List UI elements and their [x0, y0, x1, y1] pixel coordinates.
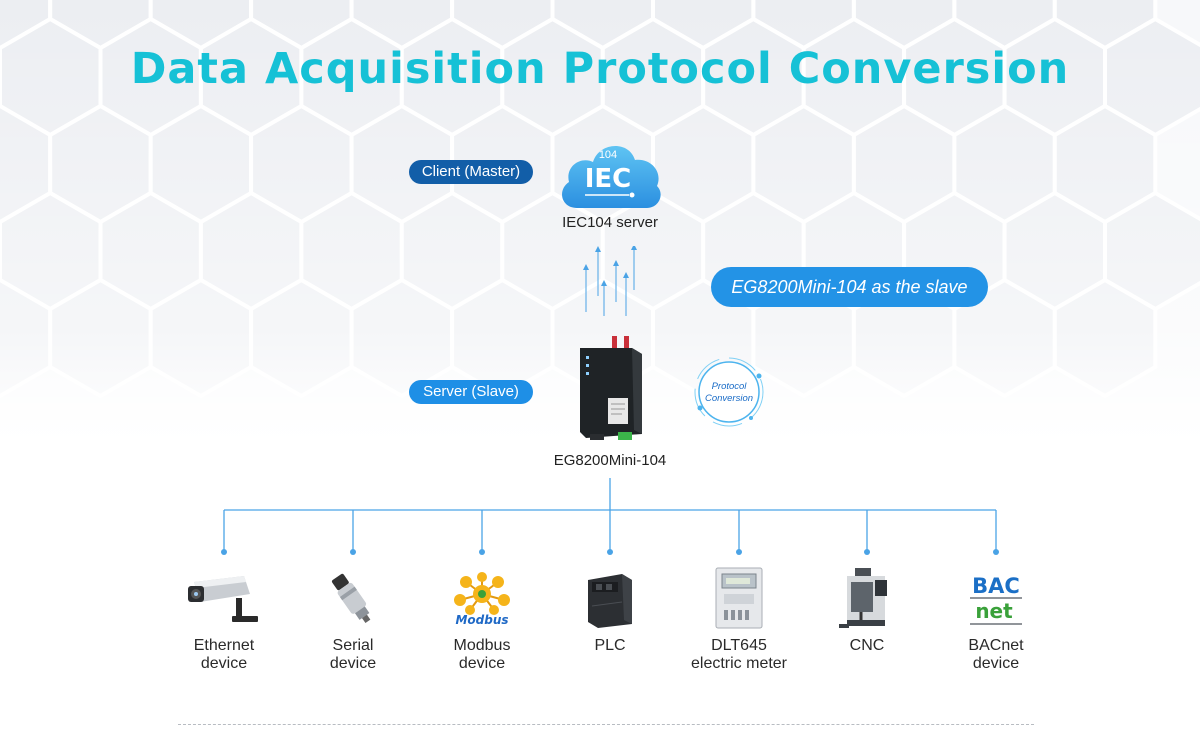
page-title: Data Acquisition Protocol Conversion — [130, 44, 1070, 94]
bacnet-logo-net: net — [975, 599, 1013, 623]
footer-divider — [178, 724, 1034, 725]
bacnet-logo-bac: BAC — [972, 574, 1020, 598]
bacnet-icon: BAC net — [970, 574, 1022, 625]
cloud-badge: 104 — [599, 149, 617, 161]
modbus-logo-text: Modbus — [455, 613, 508, 627]
protocol-line2: Conversion — [705, 393, 753, 404]
cnc-icon — [839, 568, 887, 628]
client-master-pill: Client (Master) — [409, 160, 533, 184]
sensor-icon — [331, 573, 371, 624]
gateway-device-icon — [580, 336, 642, 440]
uplink-arrows — [583, 246, 637, 316]
gateway-label: EG8200Mini-104 — [553, 452, 667, 469]
meter-icon — [715, 567, 763, 629]
device-label-plc: PLC — [594, 637, 626, 654]
camera-icon — [188, 576, 258, 622]
plc-icon — [588, 574, 632, 628]
protocol-conversion-icon: Protocol Conversion — [694, 357, 764, 427]
server-slave-pill: Server (Slave) — [409, 380, 533, 404]
protocol-line1: Protocol — [712, 381, 748, 392]
cloud-label: IEC104 server — [562, 214, 658, 231]
device-label-cnc: CNC — [849, 637, 885, 654]
iec104-cloud-icon: 104 IEC — [562, 145, 661, 208]
cloud-text: IEC — [585, 164, 632, 194]
slave-mode-pill: EG8200Mini-104 as the slave — [711, 267, 988, 307]
modbus-icon: Modbus — [454, 572, 510, 627]
